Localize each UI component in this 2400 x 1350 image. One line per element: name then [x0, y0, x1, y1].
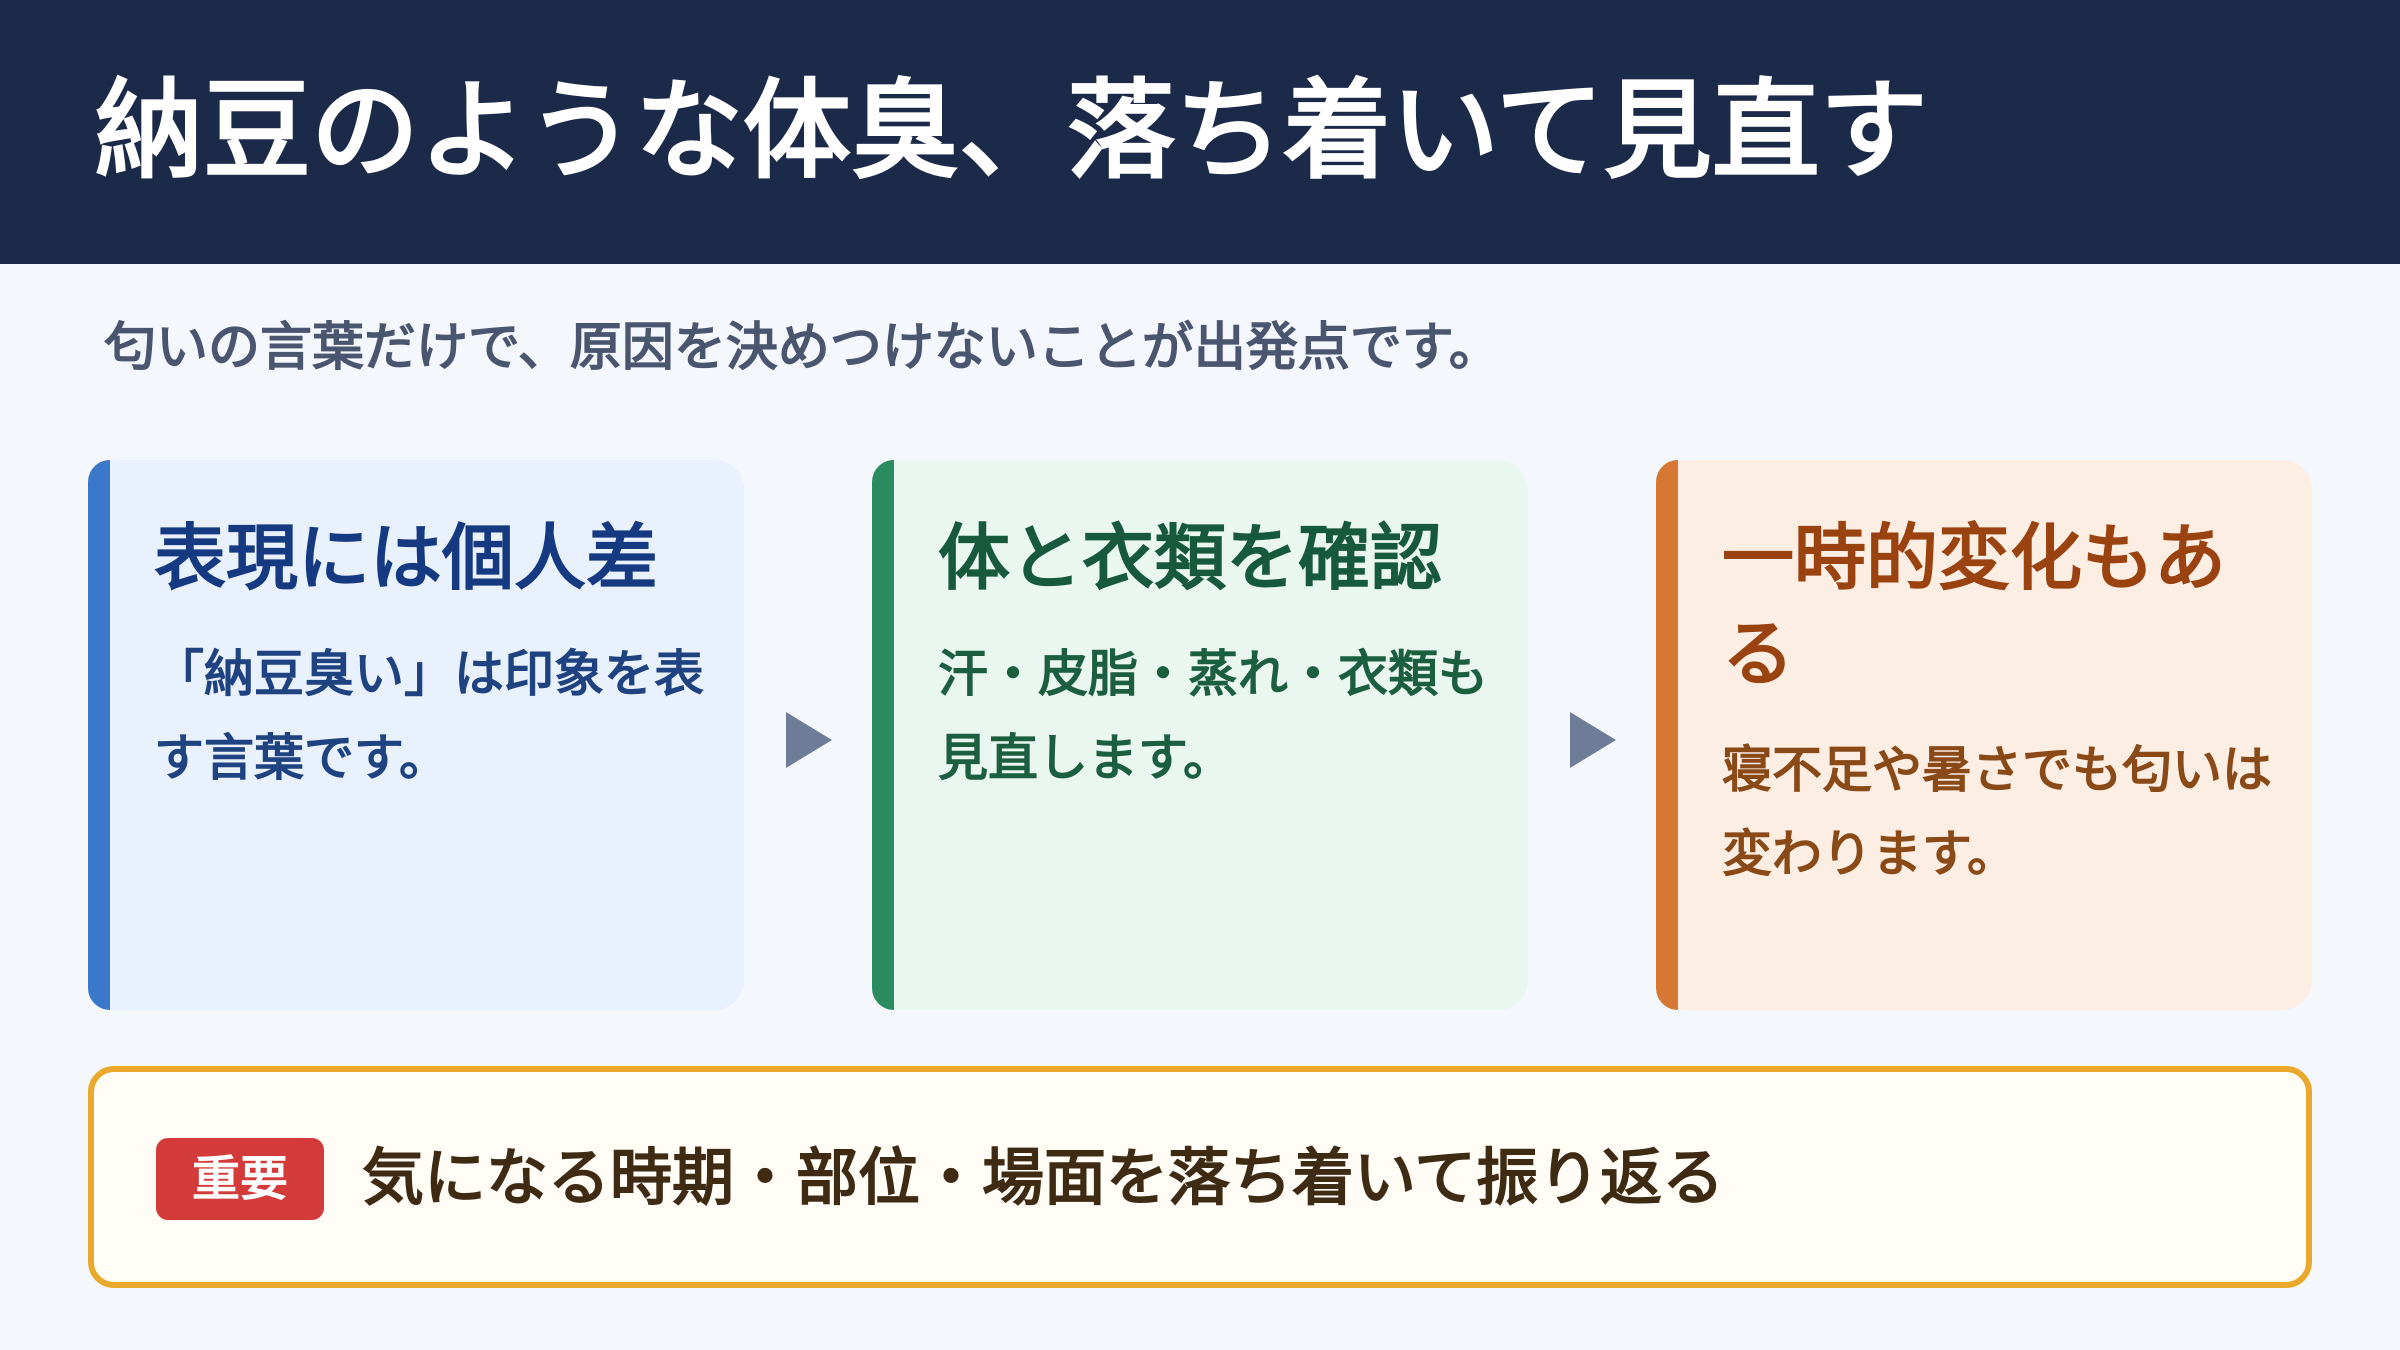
card-body: 「納豆臭い」は印象を表す言葉です。 — [154, 645, 704, 787]
arrow-right-icon — [786, 712, 832, 768]
page-subtitle: 匂いの言葉だけで、原因を決めつけないことが出発点です。 — [104, 318, 1501, 378]
card-title: 表現には個人差 — [154, 516, 659, 600]
card-title: 体と衣類を確認 — [938, 516, 1443, 600]
card-title: 一時的変化もある — [1722, 516, 2227, 696]
important-badge: 重要 — [156, 1138, 324, 1220]
arrow-right-icon — [1570, 712, 1616, 768]
card-body: 汗・皮脂・蒸れ・衣類も見直します。 — [938, 645, 1488, 787]
card-individual-differences: 表現には個人差 「納豆臭い」は印象を表す言葉です。 — [88, 460, 744, 1010]
card-body-and-clothing: 体と衣類を確認 汗・皮脂・蒸れ・衣類も見直します。 — [872, 460, 1528, 1010]
important-note-text: 気になる時期・部位・場面を落ち着いて振り返る — [362, 1141, 1725, 1214]
header-bar: 納豆のような体臭、落ち着いて見直す — [0, 0, 2400, 264]
card-body: 寝不足や暑さでも匂いは変わります。 — [1722, 741, 2272, 883]
card-temporary-change: 一時的変化もある 寝不足や暑さでも匂いは変わります。 — [1656, 460, 2312, 1010]
important-note: 重要 気になる時期・部位・場面を落ち着いて振り返る — [88, 1066, 2312, 1288]
page-title: 納豆のような体臭、落ち着いて見直す — [95, 69, 1928, 194]
